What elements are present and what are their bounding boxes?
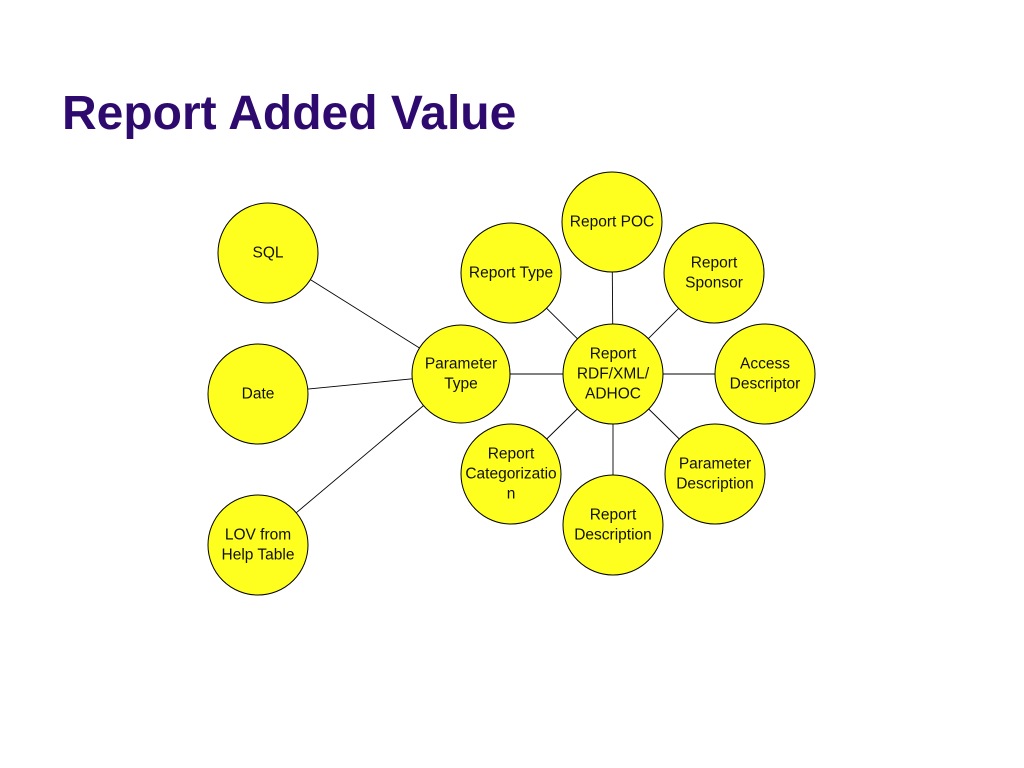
node-label-param-type: Parameter bbox=[425, 356, 497, 373]
node-label-report-description: Description bbox=[574, 527, 652, 544]
node-circle-report-categorization bbox=[460, 423, 562, 525]
node-circle-date bbox=[207, 343, 309, 445]
node-label-report-type: Report Type bbox=[469, 265, 553, 282]
slide-title: Report Added Value bbox=[62, 87, 517, 140]
node-label-lov: Help Table bbox=[222, 547, 295, 564]
node-circle-report-description bbox=[562, 474, 664, 576]
node-circle-report-poc bbox=[561, 171, 663, 273]
node-label-report-sponsor: Report bbox=[691, 255, 738, 272]
node-label-report-categorization: Report bbox=[488, 446, 535, 463]
node-circle-parameter-description bbox=[664, 423, 766, 525]
node-circle-report-type bbox=[460, 222, 562, 324]
connector-param-type-to-lov bbox=[295, 405, 424, 514]
node-label-param-type: Type bbox=[444, 376, 478, 393]
node-label-report-categorization: Categorizatio bbox=[465, 466, 556, 483]
connector-param-type-to-sql bbox=[310, 279, 420, 349]
node-label-lov: LOV from bbox=[225, 527, 291, 544]
node-label-parameter-description: Description bbox=[676, 476, 754, 493]
node-label-access-descriptor: Descriptor bbox=[730, 376, 801, 393]
node-circle-report-center bbox=[562, 323, 664, 425]
node-label-report-poc: Report POC bbox=[570, 214, 654, 231]
node-label-report-center: RDF/XML/ bbox=[577, 366, 650, 383]
node-label-report-description: Report bbox=[590, 507, 637, 524]
connector-report-center-to-parameter-description bbox=[648, 408, 680, 440]
node-label-report-center: ADHOC bbox=[585, 386, 641, 403]
node-report-type: Report Type bbox=[460, 222, 562, 324]
node-circle-access-descriptor bbox=[714, 323, 816, 425]
node-label-date: Date bbox=[242, 386, 275, 403]
node-sql: SQL bbox=[217, 202, 319, 304]
node-circle-param-type bbox=[411, 324, 511, 424]
node-date: Date bbox=[207, 343, 309, 445]
node-report-poc: Report POC bbox=[561, 171, 663, 273]
connector-report-center-to-report-type bbox=[546, 307, 578, 340]
node-label-report-center: Report bbox=[590, 346, 637, 363]
connectors bbox=[295, 271, 715, 514]
node-label-report-categorization: n bbox=[507, 486, 516, 503]
connector-report-center-to-report-sponsor bbox=[648, 308, 679, 339]
node-label-sql: SQL bbox=[252, 245, 283, 262]
connector-param-type-to-date bbox=[307, 378, 413, 390]
node-circle-report-sponsor bbox=[663, 222, 765, 324]
node-label-parameter-description: Parameter bbox=[679, 456, 751, 473]
node-label-access-descriptor: Access bbox=[740, 356, 790, 373]
node-circle-sql bbox=[217, 202, 319, 304]
connector-report-center-to-report-categorization bbox=[546, 408, 578, 440]
node-circle-lov bbox=[207, 494, 309, 596]
node-label-report-sponsor: Sponsor bbox=[685, 275, 743, 292]
